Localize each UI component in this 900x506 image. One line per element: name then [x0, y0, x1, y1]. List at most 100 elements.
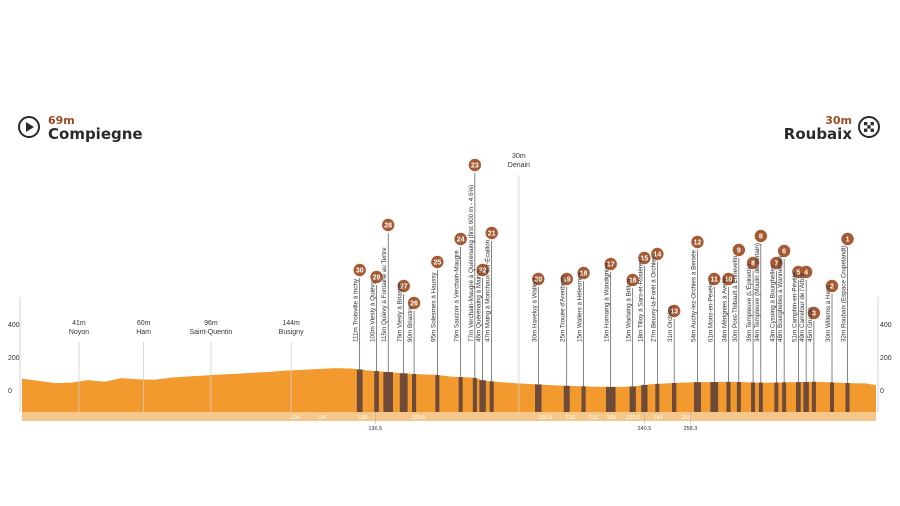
- sector-badge: [638, 251, 651, 265]
- sector-label: 30m Haveluy à Wallers: [531, 277, 538, 342]
- bar-tick-label: 114: [317, 415, 326, 421]
- sector-label: 76m Saulzoir à Verchain-Maugré: [454, 250, 461, 342]
- start-altitude: 69m: [48, 114, 75, 127]
- town-name: Busigny: [279, 329, 304, 336]
- cobble-sector-block: [655, 383, 660, 412]
- cobble-sector-block: [356, 369, 363, 412]
- sector-number: 3: [812, 311, 816, 318]
- cobble-sector-block: [751, 382, 756, 412]
- y-tick-left: 400: [8, 322, 20, 329]
- sector-number: 11: [711, 277, 719, 284]
- sector-number: 4: [804, 270, 808, 277]
- sector-number: 8: [759, 234, 763, 241]
- sector-label: 36m Templeuve (L'Épinette): [744, 264, 753, 342]
- sector-number: 13: [670, 309, 678, 316]
- sector-badge: [754, 229, 768, 243]
- sector-badge: [604, 257, 617, 271]
- sector-label: 30m Willems à Hem: [825, 286, 832, 342]
- sector-badge: [746, 256, 760, 270]
- sector-label: 49m Carrefour de l'Arbre: [799, 272, 806, 342]
- sector-number: 28: [384, 223, 392, 230]
- sector-badge: [708, 272, 721, 286]
- bar-tick-label: 104: [291, 415, 300, 421]
- bar-tick-label: 255: [682, 415, 691, 421]
- cobble-sector-block: [774, 382, 779, 412]
- sector-label: 32m Roubaix (Espace Crupelandt): [841, 245, 848, 342]
- sector-badge: [397, 279, 410, 293]
- sector-number: 19: [563, 277, 571, 284]
- bar-tick-label: 244: [653, 415, 662, 421]
- sector-badge: [381, 218, 395, 232]
- sector-badge: [407, 296, 421, 310]
- sector-label: 27m Beuvry-la-Forêt à Orchies: [650, 256, 657, 342]
- sector-label: 34m Mérignies à Avelin: [721, 277, 728, 342]
- sector-number: 16: [629, 278, 637, 285]
- cobble-sector-block: [693, 382, 701, 412]
- sector-number: 25: [433, 260, 441, 267]
- sector-label: 54m Auchy-lez-Orchies à Bersée: [690, 249, 697, 342]
- sector-number: 7: [774, 261, 778, 268]
- town-altitude: 144m: [282, 320, 300, 327]
- cobble-sector-block: [830, 382, 835, 412]
- sector-label: 111m Troisville à Inchy: [353, 278, 360, 342]
- sector-number: 18: [580, 271, 588, 278]
- sector-badge: [431, 255, 444, 269]
- cobble-sector-block: [736, 381, 741, 412]
- sector-number: 5: [796, 270, 800, 277]
- y-tick-right: 400: [880, 322, 892, 329]
- sector-number: 2: [830, 284, 834, 291]
- sector-badge: [807, 306, 821, 320]
- sector-badge: [532, 272, 545, 286]
- sector-number: 10: [725, 277, 733, 284]
- sector-label: 30m Pont-Thibault à Ennevelin: [732, 255, 739, 342]
- sector-label: 47m Maing à Monchaux-sur-Écaillon: [483, 239, 492, 342]
- sector-badge: [732, 243, 746, 257]
- sector-number: 8: [751, 261, 755, 268]
- sector-label: 31m Orchies: [667, 306, 674, 342]
- town-name: Saint-Quentin: [190, 329, 233, 336]
- sector-badge: [841, 232, 854, 246]
- sector-label: 15m Warlaing à Brillon: [626, 278, 633, 342]
- sector-number: 21: [488, 231, 496, 238]
- sector-badge: [799, 265, 813, 279]
- finish-city: Roubaix: [783, 125, 852, 143]
- bar-tick-label: 219: [589, 415, 598, 421]
- bar-tick-label: 226: [607, 415, 616, 421]
- start-city: Compiegne: [48, 125, 143, 143]
- sector-badge: [485, 226, 498, 240]
- sector-label: 115m Quiévy à Fontaine au Tertre: [381, 247, 388, 342]
- sector-badge: [667, 304, 681, 318]
- bar-tick-label: 190.5: [411, 415, 425, 421]
- town-name: Denain: [508, 162, 530, 169]
- y-tick-left: 0: [8, 388, 12, 395]
- sector-number: 20: [534, 277, 542, 284]
- cobble-sector-block: [629, 386, 636, 412]
- sector-label: 43m Cysoing à Bourghelles: [769, 265, 776, 342]
- bar-tick-label: 130: [358, 415, 367, 421]
- cobble-sector-block: [803, 381, 809, 412]
- play-icon: [18, 116, 40, 138]
- town-altitude: 41m: [72, 320, 86, 327]
- below-tick-label: 258.3: [684, 426, 698, 432]
- cobble-sector-block: [581, 386, 586, 412]
- cobble-sector-block: [399, 373, 408, 412]
- town-altitude: 30m: [512, 153, 526, 160]
- sector-number: 12: [694, 240, 702, 247]
- sector-label: 61m Mons-en-Pévèle: [707, 282, 714, 342]
- town-altitude: 60m: [137, 320, 151, 327]
- bar-tick-label: 233.5: [626, 415, 640, 421]
- checkered-flag-icon: [858, 116, 880, 138]
- cobble-sector-block: [811, 381, 816, 412]
- y-tick-left: 200: [8, 355, 20, 362]
- cobble-sector-block: [435, 375, 440, 412]
- sector-number: 14: [653, 252, 661, 259]
- sector-badge: [691, 235, 704, 249]
- cobble-sector-block: [641, 384, 648, 412]
- town-name: Noyon: [69, 329, 89, 336]
- below-tick-label: 240.5: [638, 426, 652, 432]
- cobble-sector-block: [758, 382, 763, 412]
- finish-altitude: 30m: [825, 114, 852, 127]
- cobble-sector-block: [796, 382, 801, 412]
- sector-number: 15: [640, 256, 648, 263]
- y-tick-right: 200: [880, 355, 892, 362]
